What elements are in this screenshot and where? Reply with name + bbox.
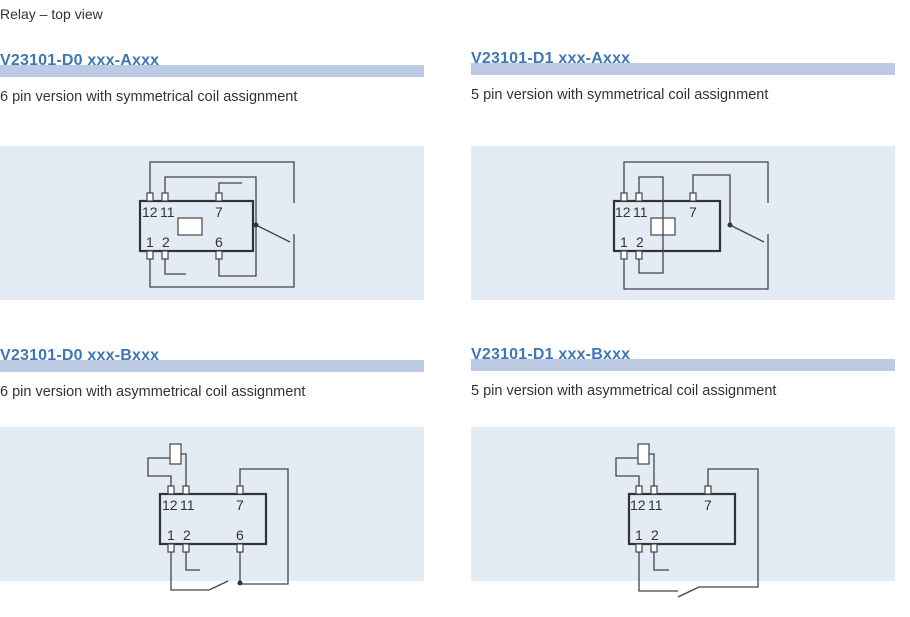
pin-label-2: 2 (636, 234, 644, 250)
pin-11 (161, 192, 169, 202)
coil-symbol (637, 443, 650, 465)
panel-title-header: V23101-D1 xxx-Bxxx (471, 346, 895, 372)
junction-dot (253, 222, 259, 228)
pin-1 (146, 250, 154, 260)
pin-11 (182, 485, 190, 495)
pin-1 (620, 250, 628, 260)
pin-label-1: 1 (167, 527, 175, 543)
relay-diagram-d0-asymmetrical: 12 11 7 1 2 6 (0, 427, 424, 591)
wire-pin11-coil (649, 453, 655, 486)
pin-label-1: 1 (146, 234, 154, 250)
title-bar (0, 360, 424, 372)
pin-11 (650, 485, 658, 495)
panel-title: V23101-D0 xxx-Bxxx (0, 347, 160, 364)
wire-pin1-loop (623, 234, 769, 290)
switch-contact (208, 580, 229, 591)
switch-contact (729, 224, 765, 243)
pin-label-2: 2 (162, 234, 170, 250)
pin-12 (635, 485, 643, 495)
pin-1 (167, 543, 175, 553)
wire-pin7 (218, 182, 242, 193)
pin-label-2: 2 (651, 527, 659, 543)
wire-pin2 (185, 552, 200, 571)
pin-label-11: 11 (160, 204, 175, 220)
wire-pin12-coil (147, 457, 172, 486)
relay-body (627, 492, 737, 546)
panel-description: 5 pin version with asymmetrical coil ass… (471, 383, 777, 399)
wire-pin7-loop (239, 468, 289, 585)
pin-12 (146, 192, 154, 202)
pin-2 (635, 250, 643, 260)
pin-label-7: 7 (704, 497, 712, 513)
title-bar (471, 63, 895, 75)
panel-title-header: V23101-D0 xxx-Axxx (0, 52, 424, 78)
pin-12 (620, 192, 628, 202)
pin-6 (215, 250, 223, 260)
pin-label-12: 12 (142, 204, 158, 220)
pin-6 (236, 543, 244, 553)
pin-2 (182, 543, 190, 553)
panel-title-header: V23101-D1 xxx-Axxx (471, 50, 895, 76)
wire-pin11-loop (638, 176, 664, 274)
junction-dot (727, 222, 733, 228)
panel-description: 6 pin version with asymmetrical coil ass… (0, 384, 306, 400)
pin-12 (167, 485, 175, 495)
pin-7 (215, 192, 223, 202)
panel-description: 6 pin version with symmetrical coil assi… (0, 89, 298, 105)
pin-label-1: 1 (635, 527, 643, 543)
pin-label-11: 11 (180, 497, 195, 513)
pin-label-12: 12 (630, 497, 646, 513)
switch-contact (255, 224, 291, 243)
relay-body (612, 199, 722, 253)
wire-contact-node (218, 225, 257, 277)
relay-diagram-d0-symmetrical: 12 11 7 1 2 6 (0, 146, 424, 300)
switch-contact (677, 586, 700, 598)
wire-pin1-loop (170, 552, 209, 591)
junction-dot (237, 580, 243, 586)
panel-title: V23101-D0 xxx-Axxx (0, 52, 160, 69)
wire-pin12-to-top (149, 161, 295, 203)
pin-label-6: 6 (236, 527, 244, 543)
pin-label-7: 7 (215, 204, 223, 220)
wire-pin2 (653, 552, 669, 571)
pin-2 (161, 250, 169, 260)
wire-pin1-loop (149, 234, 295, 288)
wire-pin7-loop (699, 468, 759, 588)
relay-diagram-d1-symmetrical: 12 11 7 1 2 (471, 146, 895, 300)
page-caption: Relay – top view (0, 6, 103, 22)
wire-pin7 (692, 174, 731, 225)
title-bar (471, 359, 895, 371)
relay-body (158, 492, 268, 546)
pin-7 (689, 192, 697, 202)
relay-body (138, 199, 255, 253)
panel-title: V23101-D1 xxx-Bxxx (471, 346, 631, 363)
pin-label-1: 1 (620, 234, 628, 250)
title-bar (0, 65, 424, 77)
pin-label-6: 6 (215, 234, 223, 250)
pin-label-11: 11 (633, 204, 648, 220)
wire-pin2 (164, 259, 186, 275)
panel-title: V23101-D1 xxx-Axxx (471, 50, 631, 67)
pin-1 (635, 543, 643, 553)
coil-symbol (169, 443, 182, 465)
coil-symbol (177, 217, 203, 236)
pin-label-11: 11 (648, 497, 663, 513)
pin-label-2: 2 (183, 527, 191, 543)
pin-label-12: 12 (615, 204, 631, 220)
relay-diagram-d1-asymmetrical: 12 11 7 1 2 (471, 427, 895, 598)
wire-pin12-coil (615, 457, 640, 486)
wire-pin11-coil (181, 453, 187, 486)
pin-7 (704, 485, 712, 495)
pin-11 (635, 192, 643, 202)
pin-label-12: 12 (162, 497, 178, 513)
pin-label-7: 7 (236, 497, 244, 513)
panel-title-header: V23101-D0 xxx-Bxxx (0, 347, 424, 373)
pin-2 (650, 543, 658, 553)
wire-pin1-loop (638, 552, 678, 592)
wire-pin11-loop (164, 176, 257, 225)
panel-description: 5 pin version with symmetrical coil assi… (471, 87, 769, 103)
pin-label-7: 7 (689, 204, 697, 220)
pin-7 (236, 485, 244, 495)
wire-pin12-to-top (623, 161, 769, 203)
